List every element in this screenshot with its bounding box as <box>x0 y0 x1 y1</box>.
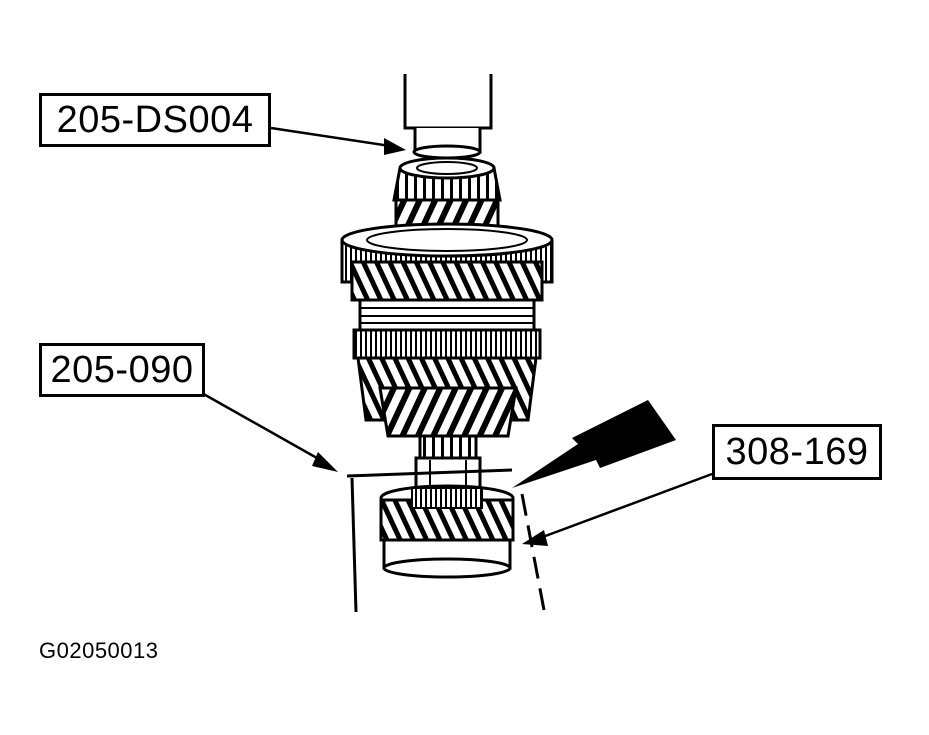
pointer-arrow <box>512 400 676 488</box>
press-bed <box>346 468 546 613</box>
callout-label-308-169: 308-169 <box>712 424 882 480</box>
top-bearing <box>392 156 502 202</box>
lower-helical-gear <box>356 356 538 438</box>
leader-line-ds004 <box>270 126 406 155</box>
leader-line-169 <box>522 472 713 546</box>
upper-large-gear <box>340 222 554 302</box>
bottom-gear <box>379 484 515 542</box>
callout-label-205-ds004: 205-DS004 <box>39 93 271 147</box>
leader-line-090 <box>199 390 338 472</box>
figure-id: G02050013 <box>39 638 159 663</box>
synchronizer-assembly <box>352 298 542 360</box>
callout-label-205-090: 205-090 <box>39 343 205 397</box>
output-shaft <box>414 434 482 490</box>
support-collar <box>382 538 512 579</box>
press-ram <box>403 74 493 160</box>
